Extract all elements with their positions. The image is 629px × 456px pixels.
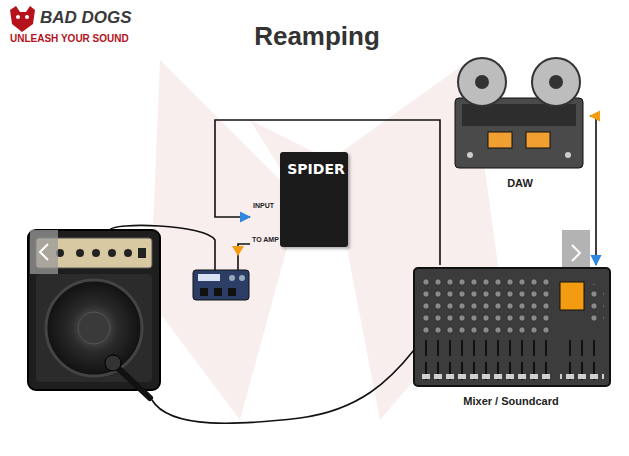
node-title: DAW <box>507 177 533 189</box>
brand-slogan: UNLEASH YOUR SOUND <box>10 33 129 44</box>
jack-label: INPUT <box>253 202 274 210</box>
mixer-soundcard: Mixer / Soundcard <box>410 265 612 411</box>
audio-cable <box>215 120 440 265</box>
microphone <box>105 355 150 398</box>
brand-name: BAD DOGS <box>40 9 132 28</box>
di-box <box>193 270 249 300</box>
cable <box>110 225 414 423</box>
node-title: Mixer / Soundcard <box>463 395 558 407</box>
daw-machine: DAW <box>450 56 590 192</box>
signal-arrow <box>232 246 244 256</box>
tape-machine <box>455 58 583 168</box>
guitar-amp <box>28 230 160 390</box>
diagram-title: Reamping <box>254 22 380 51</box>
node-title: SPIDER <box>287 162 345 177</box>
logo-icon <box>10 6 35 32</box>
mixer <box>414 268 610 386</box>
jack-label: TO AMP <box>252 236 279 244</box>
audio-cable <box>590 116 596 265</box>
reamp-box: SPIDER INPUT TO AMP <box>250 152 350 248</box>
